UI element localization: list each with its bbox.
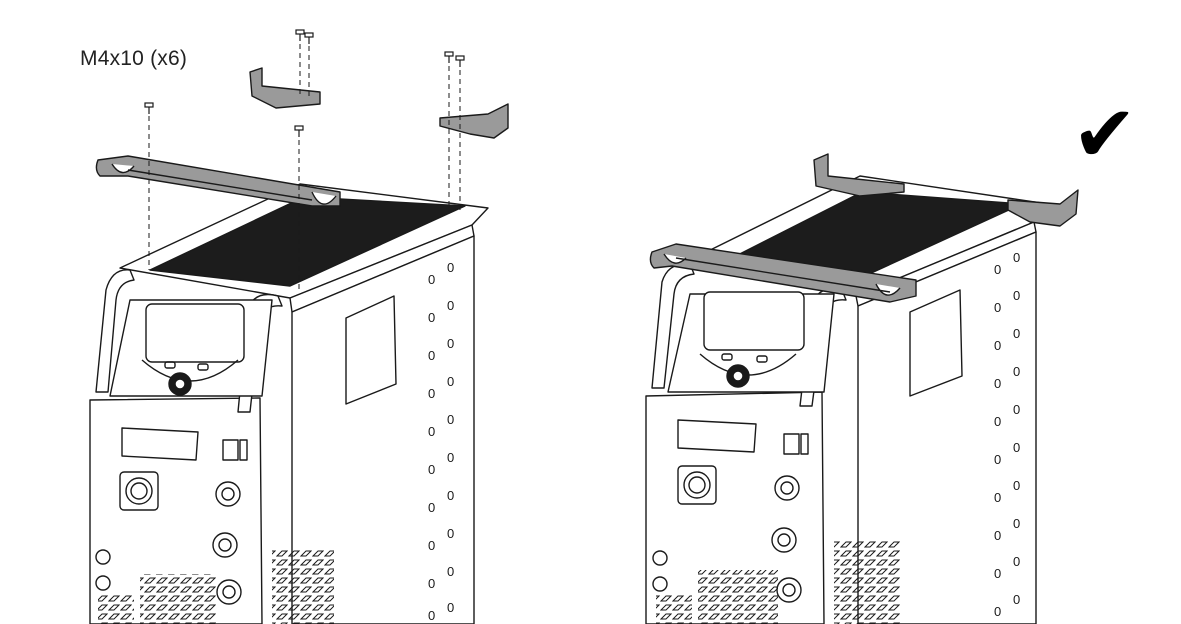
svg-text:0: 0 [994, 262, 1001, 277]
side-panel [291, 235, 475, 624]
svg-text:0: 0 [428, 424, 435, 439]
side-panel [857, 231, 1037, 624]
power-switch [222, 439, 239, 461]
small-bracket-installed-right [1007, 189, 1079, 227]
svg-text:0: 0 [1013, 478, 1020, 493]
welder-unit-exploded: 00 00 00 00 00 00 00 00 00 00 [89, 183, 489, 624]
small-bracket-right [439, 103, 509, 139]
svg-text:0: 0 [428, 348, 435, 363]
svg-text:0: 0 [428, 538, 435, 553]
svg-text:0: 0 [447, 412, 454, 427]
svg-text:0: 0 [428, 500, 435, 515]
small-bracket-top [249, 67, 321, 109]
svg-text:0: 0 [447, 336, 454, 351]
screw-spec-label: M4x10 (x6) [80, 47, 188, 70]
screw [144, 102, 154, 114]
svg-text:0: 0 [428, 272, 435, 287]
left-handle [95, 269, 135, 393]
svg-text:0: 0 [1013, 288, 1020, 303]
svg-text:0: 0 [447, 600, 454, 615]
svg-text:0: 0 [447, 260, 454, 275]
svg-text:0: 0 [994, 566, 1001, 581]
svg-text:0: 0 [428, 386, 435, 401]
screws [144, 29, 465, 137]
svg-text:0: 0 [428, 608, 435, 623]
svg-text:0: 0 [447, 450, 454, 465]
power-switch [783, 433, 800, 455]
svg-text:0: 0 [994, 376, 1001, 391]
left-handle [651, 263, 695, 389]
svg-text:0: 0 [994, 604, 1001, 619]
screw [444, 51, 454, 63]
side-holes: 00 00 00 00 00 00 00 00 00 00 [428, 260, 454, 623]
svg-text:0: 0 [447, 374, 454, 389]
screw [294, 125, 304, 137]
svg-text:0: 0 [447, 564, 454, 579]
svg-text:0: 0 [428, 462, 435, 477]
svg-text:0: 0 [428, 310, 435, 325]
guide-lines [148, 44, 461, 290]
svg-text:0: 0 [994, 414, 1001, 429]
svg-text:0: 0 [1013, 402, 1020, 417]
svg-text:0: 0 [1013, 250, 1020, 265]
svg-text:0: 0 [428, 576, 435, 591]
svg-text:0: 0 [447, 298, 454, 313]
svg-text:0: 0 [1013, 516, 1020, 531]
screw [304, 32, 314, 44]
svg-text:0: 0 [1013, 364, 1020, 379]
svg-text:0: 0 [447, 526, 454, 541]
svg-text:0: 0 [1013, 440, 1020, 455]
display-screen [145, 303, 245, 363]
side-holes: 00 00 00 00 00 00 00 00 00 00 [994, 250, 1020, 619]
svg-text:0: 0 [447, 488, 454, 503]
svg-text:0: 0 [994, 528, 1001, 543]
side-vents [272, 548, 334, 624]
svg-text:0: 0 [994, 338, 1001, 353]
mounting-rail-exploded [95, 155, 341, 207]
welder-unit-assembled: 00 00 00 00 00 00 00 00 00 00 [645, 175, 1049, 624]
screw [455, 55, 465, 67]
side-vents [834, 540, 900, 624]
display-screen [703, 291, 805, 351]
svg-text:0: 0 [1013, 326, 1020, 341]
svg-text:0: 0 [1013, 554, 1020, 569]
svg-text:0: 0 [994, 300, 1001, 315]
front-vents [698, 570, 778, 624]
svg-text:0: 0 [994, 452, 1001, 467]
svg-text:0: 0 [994, 490, 1001, 505]
top-vent-panel [149, 196, 466, 287]
front-vents [140, 574, 216, 624]
mounting-rail-installed [649, 243, 917, 303]
screw [295, 29, 305, 41]
checkmark-icon: ✔ [1072, 90, 1138, 180]
svg-text:0: 0 [1013, 592, 1020, 607]
small-bracket-installed-back [813, 153, 905, 197]
front-face [645, 391, 825, 624]
